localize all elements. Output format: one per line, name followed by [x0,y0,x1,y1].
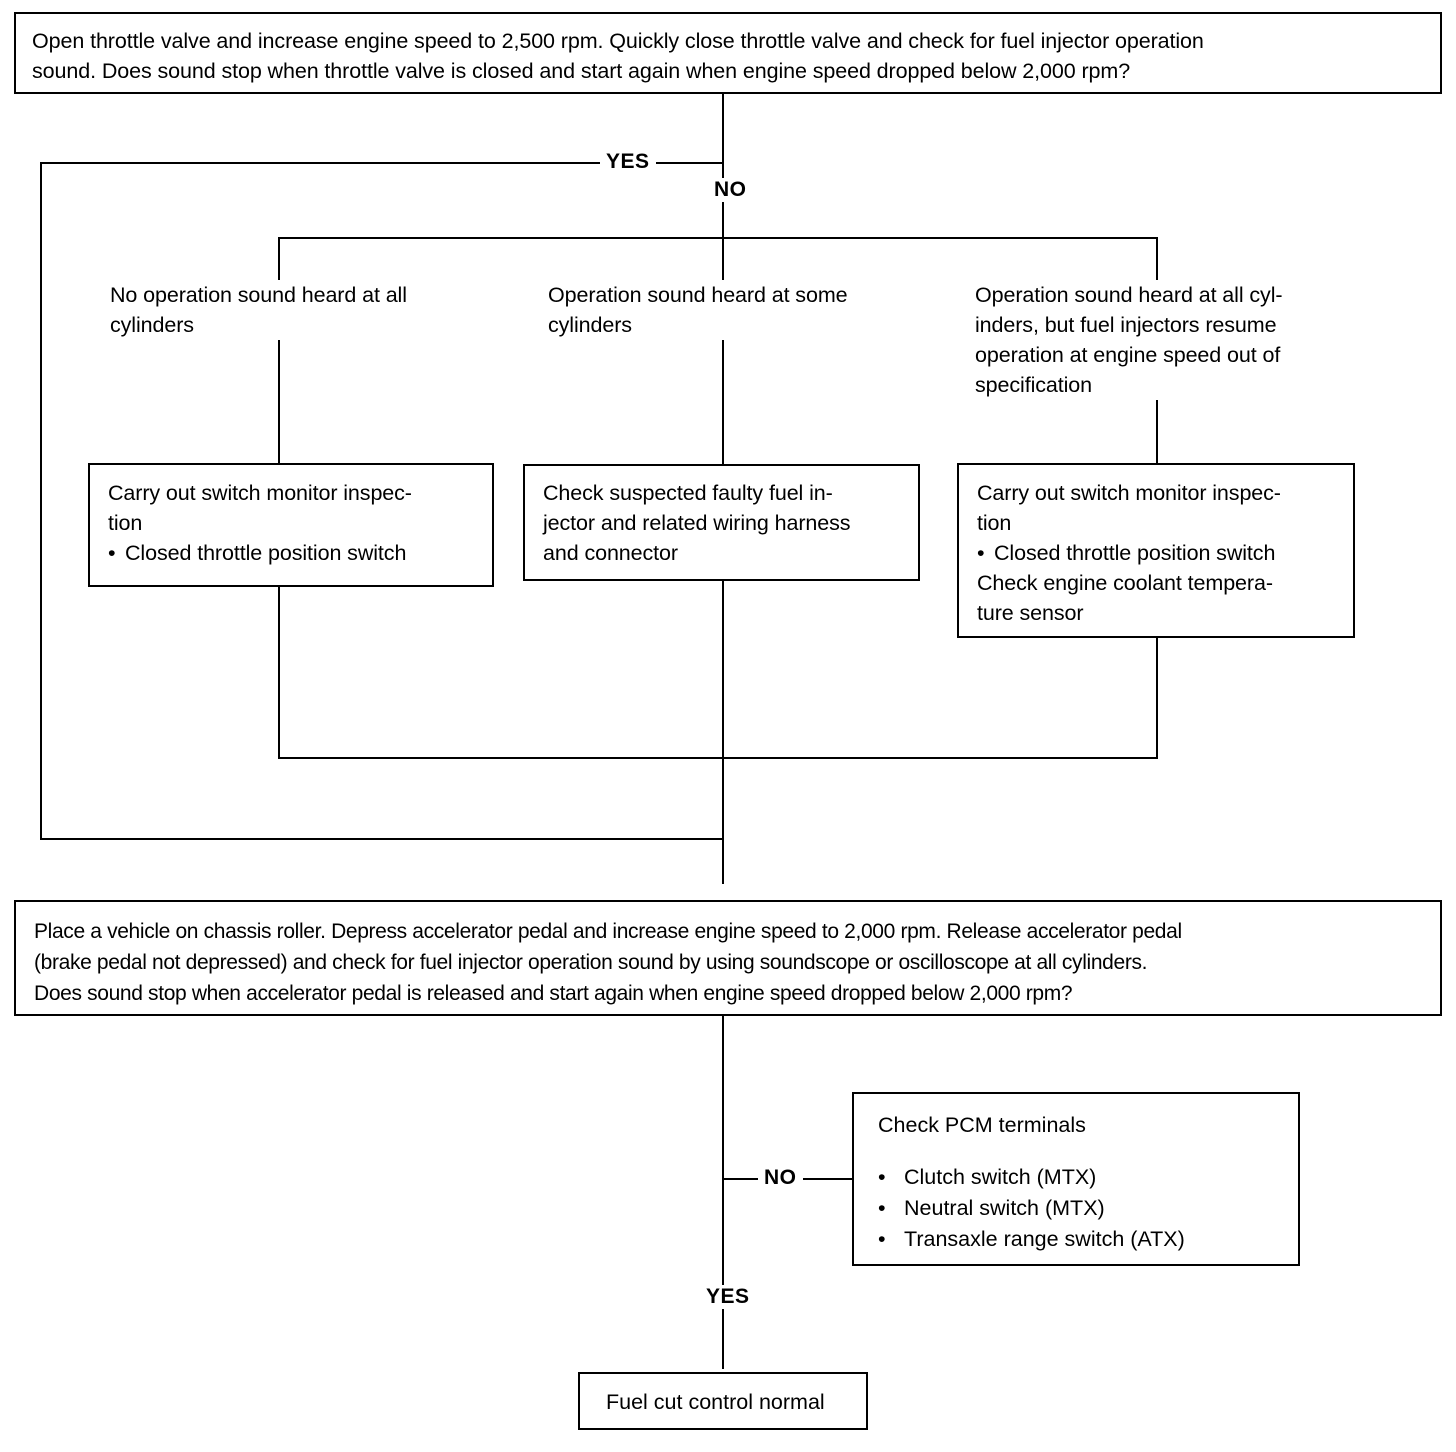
action-box-3-line-1: Carry out switch monitor inspec- [977,481,1281,505]
branch-label-1: No operation sound heard at all cylinder… [110,280,516,340]
branch-label-1-line-1: No operation sound heard at all [110,283,407,307]
pcm-list-item: • Neutral switch (MTX) [878,1193,1274,1224]
question-box-1-text: Open throttle valve and increase engine … [16,14,1440,98]
action-box-3-line-4: ture sensor [977,601,1084,625]
bullet-icon: • [878,1196,886,1220]
action-box-1-line-1: Carry out switch monitor inspec- [108,481,412,505]
action-box-2: Check suspected faulty fuel in- jector a… [523,464,920,581]
pcm-list-item: • Clutch switch (MTX) [878,1162,1274,1193]
connector-branch-split-bar [278,237,1158,239]
branch-label-2-line-2: cylinders [548,313,632,337]
question-box-2-line-2: (brake pedal not depressed) and check fo… [34,951,1148,974]
action-box-3-bullet-1: Closed throttle position switch [994,541,1276,565]
connector-branch-merge-bar [278,757,1158,759]
pcm-list-item: • Transaxle range switch (ATX) [878,1224,1274,1255]
question-box-1: Open throttle valve and increase engine … [14,12,1442,94]
pcm-list-item-label: Clutch switch (MTX) [904,1165,1097,1189]
action-box-2-line-1: Check suspected faulty fuel in- [543,481,833,505]
action-box-3: Carry out switch monitor inspec- tion • C… [957,463,1355,638]
pcm-terminals-box: Check PCM terminals • Clutch switch (MTX)… [852,1092,1300,1266]
question-box-2-line-3: Does sound stop when accelerator pedal i… [34,982,1073,1005]
edge-label-yes-bottom: YES [700,1285,756,1309]
connector-yes-vertical-left [40,162,42,840]
action-box-3-text: Carry out switch monitor inspec- tion • C… [959,465,1353,641]
branch-label-3-line-1: Operation sound heard at all cyl- [975,283,1283,307]
branch-label-2: Operation sound heard at some cylinders [548,280,934,340]
action-box-2-text: Check suspected faulty fuel in- jector a… [525,466,918,580]
edge-label-no-top: NO [708,178,753,202]
action-box-1-line-2: tion [108,511,143,535]
action-box-2-line-3: and connector [543,541,678,565]
final-result-box: Fuel cut control normal [578,1372,868,1430]
bullet-icon: • [878,1165,886,1189]
bullet-icon: • [878,1227,886,1251]
connector-q2-trunk [722,1016,724,1369]
action-box-3-line-2: tion [977,511,1012,535]
branch-label-3-line-2: inders, but fuel injectors resume [975,313,1277,337]
pcm-list-item-label: Neutral switch (MTX) [904,1196,1105,1220]
connector-yes-horizontal-top [40,162,724,164]
pcm-list-item-label: Transaxle range switch (ATX) [904,1227,1185,1251]
question-box-1-line-1: Open throttle valve and increase engine … [32,29,1204,53]
branch-label-1-line-2: cylinders [110,313,194,337]
pcm-terminals-title: Check PCM terminals [878,1113,1086,1137]
question-box-2: Place a vehicle on chassis roller. Depre… [14,900,1442,1016]
question-box-1-line-2: sound. Does sound stop when throttle val… [32,59,1131,83]
pcm-terminals-list: • Clutch switch (MTX) • Neutral switch (MT… [878,1162,1274,1255]
action-box-1-text: Carry out switch monitor inspec- tion • C… [90,465,492,581]
branch-label-3-line-4: specification [975,373,1093,397]
action-box-3-line-3: Check engine coolant tempera- [977,571,1273,595]
edge-label-no-bottom: NO [758,1166,803,1190]
branch-label-2-line-1: Operation sound heard at some [548,283,848,307]
action-box-1-bullet-1: Closed throttle position switch [125,541,407,565]
bullet-icon: • [977,541,985,565]
action-box-1-bullet-row: • Closed throttle position switch [108,538,474,568]
edge-label-yes-top: YES [600,150,656,174]
final-result-text: Fuel cut control normal [606,1390,825,1414]
question-box-2-line-1: Place a vehicle on chassis roller. Depre… [34,920,1182,943]
question-box-2-text: Place a vehicle on chassis roller. Depre… [16,902,1440,1023]
branch-label-3: Operation sound heard at all cyl- inders… [975,280,1361,400]
action-box-2-line-2: jector and related wiring harness [543,511,851,535]
branch-label-3-line-3: operation at engine speed out of [975,343,1281,367]
action-box-3-bullet-row: • Closed throttle position switch [977,538,1335,568]
action-box-1: Carry out switch monitor inspec- tion • C… [88,463,494,587]
bullet-icon: • [108,541,116,565]
pcm-terminals-content: Check PCM terminals • Clutch switch (MTX)… [854,1094,1298,1271]
connector-yes-merge [40,838,724,840]
